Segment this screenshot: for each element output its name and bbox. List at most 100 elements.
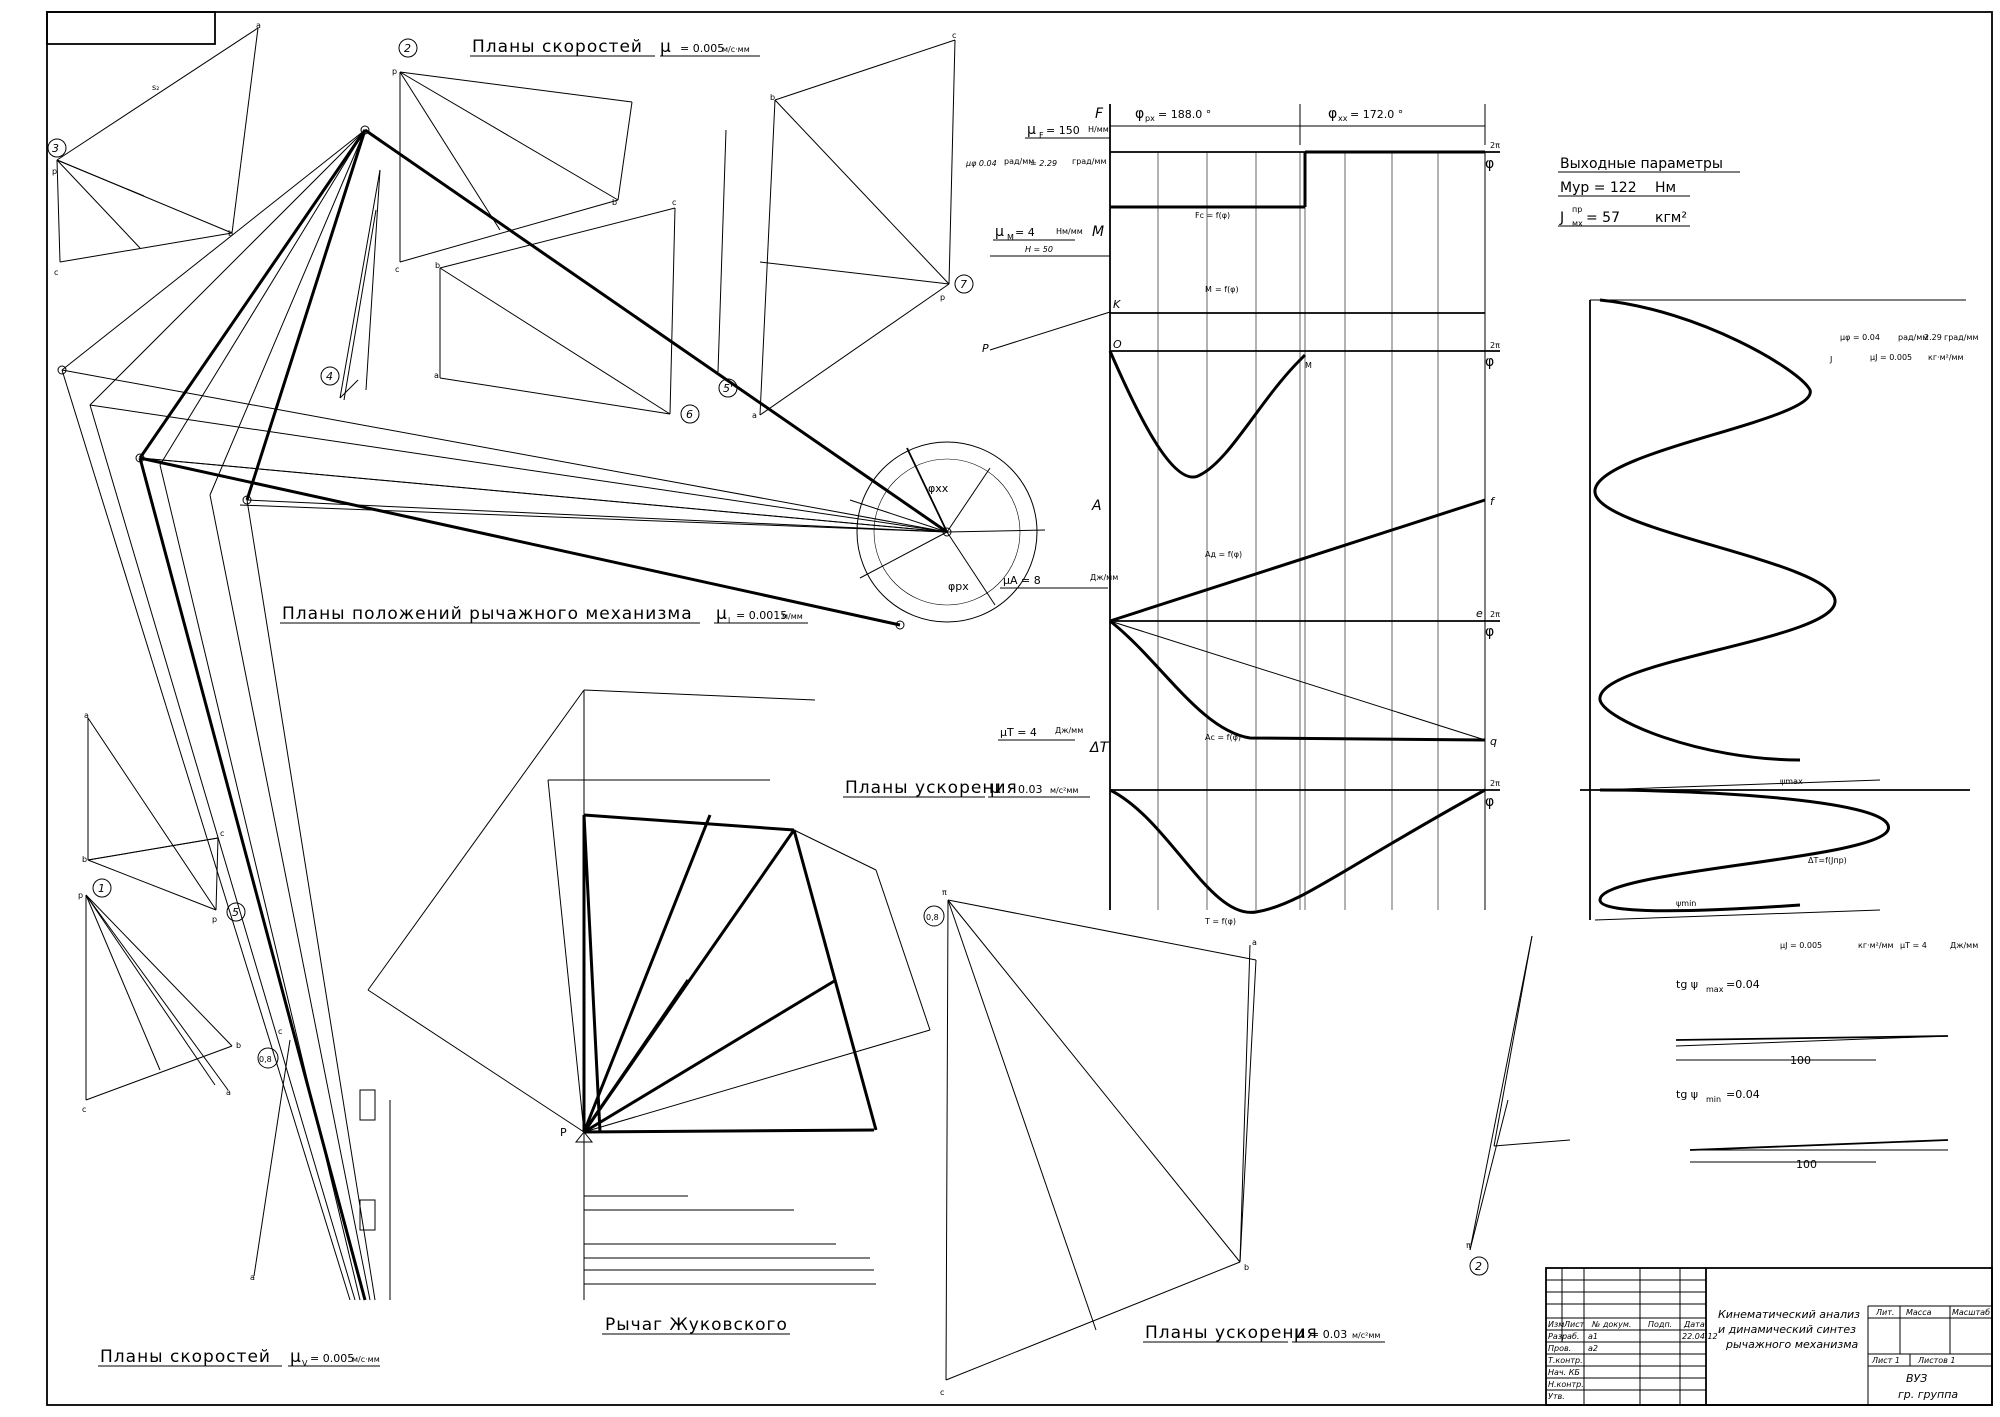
org-name: ВУЗ [1906,1372,1927,1385]
mu-sub-bottom: V [302,1359,308,1368]
tg-min-val: =0.04 [1726,1088,1760,1101]
mdpr-label: M [1305,361,1312,370]
mu-a-unit: Дж/мм [1090,573,1118,582]
svg-text:P: P [560,1126,567,1139]
mu-j-bottom-unit: кг·м²/мм [1858,941,1894,950]
accel-top-value: 0.03 [1018,783,1043,796]
svg-text:c: c [54,268,58,277]
output-params-title: Выходные параметры [1560,156,1723,172]
tg-min: tg ψ [1676,1088,1698,1101]
positions-mu: μ [716,604,728,624]
phi-xx-label: φ [1328,106,1337,122]
velocity-plan-2: 2 p b c [392,38,633,274]
sheets-total: Листов 1 [1917,1356,1956,1365]
K-label: K [1113,298,1121,311]
positions-plan-title: Планы положений рычажного механизма μ l … [280,604,808,625]
svg-text:a: a [226,1088,231,1097]
dt-f: ΔT=f(Jпр) [1808,856,1847,865]
phi-1: φ [1485,156,1494,172]
fc-label: Fс = f(φ) [1195,211,1230,220]
svg-text:5': 5' [723,382,733,395]
svg-text:5: 5 [232,906,239,919]
mpr-f-label: = f(φ) [1215,285,1239,294]
hundred-1: 100 [1790,1054,1811,1067]
mu-j-bottom: μJ = 0.005 [1780,941,1822,950]
mu-phi: μφ 0.04 [965,159,997,168]
svg-text:a: a [752,411,757,420]
group-name: гр. группа [1898,1388,1958,1401]
phi-4: φ [1485,794,1494,810]
F-axis-label: F [1095,106,1104,122]
velocity-plans-bottom-title: Планы скоростей μ V = 0.005 м/с·мм [98,1347,380,1368]
two-pi-1: 2π [1490,141,1500,150]
sheet-number: Лист 1 [1871,1356,1900,1365]
mechanism-positions: φхх φрх [57,125,1046,1301]
zhukovsky-title: Рычаг Жуковского [602,1315,790,1335]
col-lit: Лит. [1875,1308,1894,1317]
phi-pz-value: = 188.0 ° [1158,108,1211,121]
mu-t: μT = 4 [1000,726,1037,739]
velocity-plans-top-text: Планы скоростей [472,37,643,57]
velocity-plan-4: 4 [320,169,381,401]
mu-t-bottom: μT = 4 [1900,941,1927,950]
title-line-3: рычажного механизма [1725,1338,1859,1351]
mu-phi2-d: град/мм [1944,333,1978,342]
output-j-unit: кгм² [1655,210,1687,226]
accel-plan-2: 2 π [1466,935,1571,1276]
velocity-plan-5p: 5' [717,129,738,398]
title-block: Кинематический анализ и динамический син… [1545,1267,1993,1406]
svg-text:a: a [1252,938,1257,947]
accel-top-mu: μ [990,778,1002,798]
svg-text:b: b [612,198,617,207]
h50-label: H = 50 [1025,245,1053,254]
dT-axis-label: ΔT [1089,740,1110,756]
positions-mu-unit: м/мм [782,612,803,621]
output-j-sub: мх [1572,219,1583,228]
svg-text:b: b [435,261,440,270]
mu-symbol: μ [660,37,672,57]
accel-top-unit: м/с²мм [1050,786,1078,795]
mu-symbol-bottom: μ [290,1347,302,1367]
jpr-f: J [1829,355,1832,364]
razrab-name: а1 [1588,1332,1598,1341]
two-pi-4: 2π [1490,779,1500,788]
output-j: J [1559,210,1564,226]
mu-phi2: μφ = 0.04 [1840,333,1880,342]
accel-bottom-text: Планы ускорения [1145,1323,1318,1343]
accel-plan-0-8: 0,8 π c b a [923,888,1257,1397]
svg-text:b: b [82,855,87,864]
velocity-plan-5: 5 a b c p [82,711,246,924]
accel-bottom-unit: м/с²мм [1352,1331,1380,1340]
svg-text:b: b [228,229,233,238]
mu-v-value-bottom: = 0.005 [310,1352,354,1365]
velocity-plans-bottom-text: Планы скоростей [100,1347,271,1367]
svg-text:b: b [236,1041,241,1050]
positions-plan-text: Планы положений рычажного механизма [282,604,693,624]
mu-m-sub: M [1007,233,1014,242]
P-label: P [982,342,989,355]
velocity-plan-1: 1 p b a c [78,878,241,1114]
svg-text:3: 3 [52,142,59,155]
output-j-value: = 57 [1586,210,1620,226]
col-date: Дата [1683,1320,1705,1329]
accel-top-text: Планы ускорения [845,778,1018,798]
output-m-unit: Нм [1655,180,1676,196]
drawing-frame [46,11,1993,1406]
two-pi-2: 2π [1490,341,1500,350]
svg-text:c: c [952,31,956,40]
svg-text:4: 4 [326,370,333,383]
output-params: Выходные параметры Мур = 122 Нм J пр мх … [1558,156,1740,228]
svg-text:a: a [434,371,439,380]
svg-text:2: 2 [1475,1260,1482,1273]
col-list: Лист [1563,1320,1585,1329]
mu-phi-mid: = 2.29 [1030,159,1057,168]
mu-j2: μJ = 0.005 [1870,353,1912,362]
svg-text:c: c [395,265,399,274]
psi-min-label: ψmin [1676,899,1696,908]
zhukovsky-text: Рычаг Жуковского [605,1315,788,1335]
mu-f-unit: Н/мм [1088,125,1109,134]
svg-text:2: 2 [404,42,411,55]
A-axis-label: A [1091,498,1102,514]
title-line-2: и динамический синтез [1718,1323,1856,1336]
